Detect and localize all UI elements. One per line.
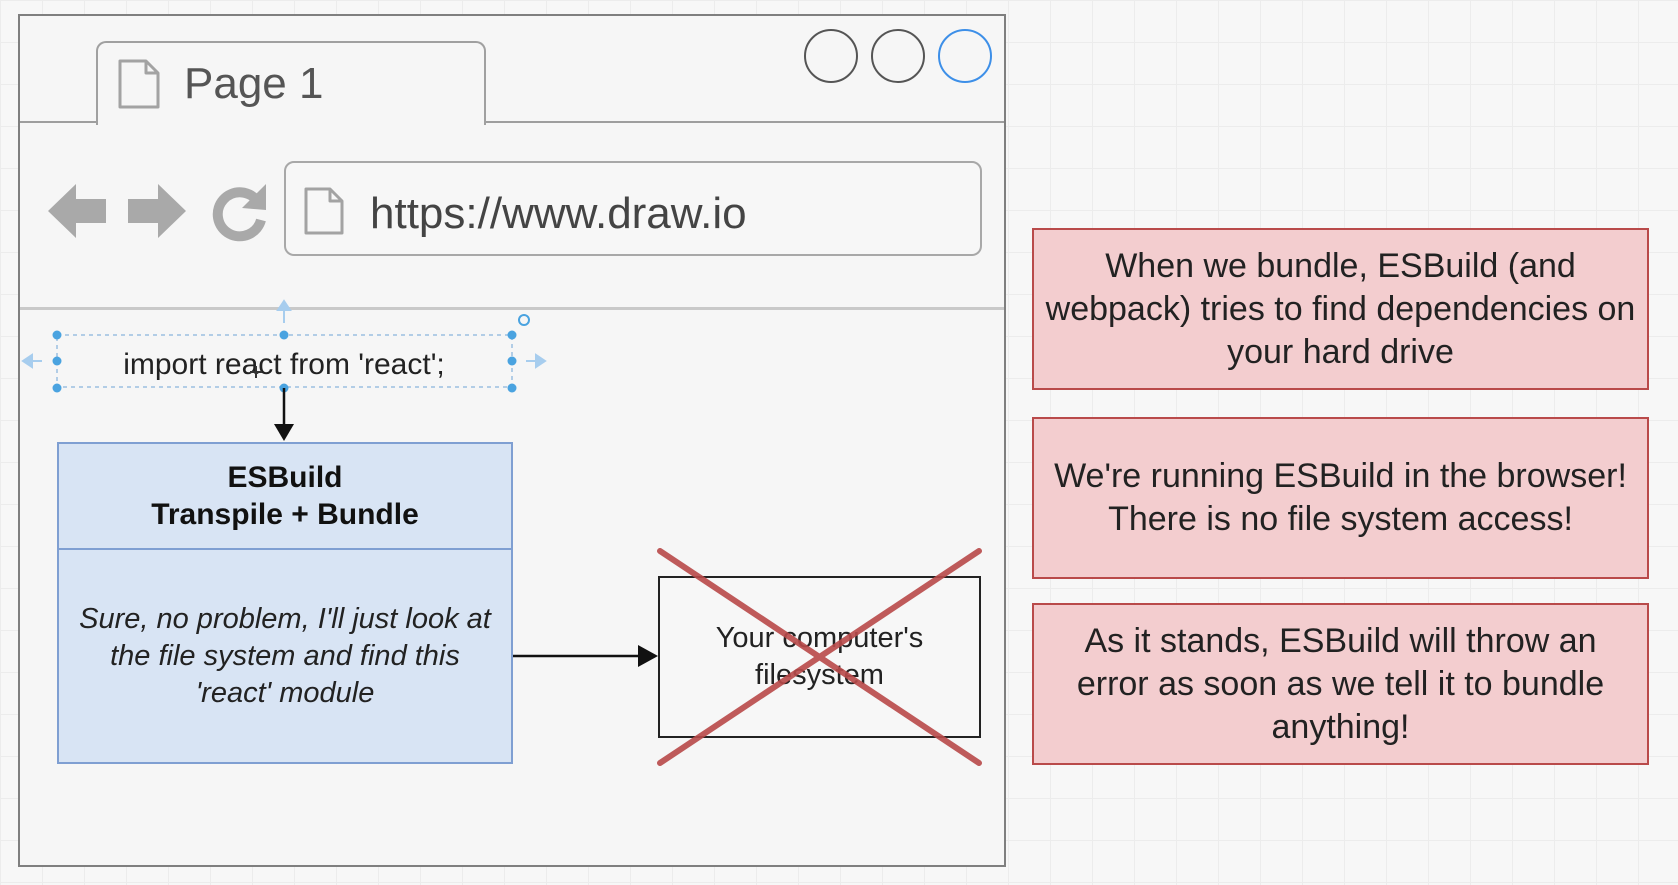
- content-divider: [20, 307, 1004, 310]
- import-statement[interactable]: import react from 'react';: [123, 348, 445, 381]
- forward-arrow-icon[interactable]: [126, 180, 188, 242]
- esbuild-message: Sure, no problem, I'll just look at the …: [79, 602, 491, 709]
- tab-strip-divider: [20, 121, 1004, 123]
- esbuild-message-box: Sure, no problem, I'll just look at the …: [57, 548, 513, 764]
- url-bar[interactable]: [284, 161, 982, 256]
- note-text: As it stands, ESBuild will throw an erro…: [1076, 621, 1605, 746]
- esbuild-title: ESBuild: [227, 461, 343, 494]
- note-esbuild-error: As it stands, ESBuild will throw an erro…: [1032, 603, 1649, 765]
- back-arrow-icon[interactable]: [46, 180, 108, 242]
- filesystem-box: Your computer's filesystem: [658, 576, 981, 738]
- url-text: https://www.draw.io: [370, 189, 747, 238]
- page-icon: [304, 187, 344, 235]
- note-bundle-dependencies: When we bundle, ESBuild (and webpack) tr…: [1032, 228, 1649, 390]
- reload-icon[interactable]: [208, 180, 270, 242]
- filesystem-label: Your computer's filesystem: [715, 622, 924, 691]
- window-control-2[interactable]: [871, 29, 925, 83]
- window-control-3[interactable]: [938, 29, 992, 83]
- esbuild-header: ESBuild Transpile + Bundle: [57, 442, 513, 550]
- note-browser-no-fs: We're running ESBuild in the browser! Th…: [1032, 417, 1649, 579]
- note-text: We're running ESBuild in the browser! Th…: [1054, 457, 1627, 538]
- esbuild-subtitle: Transpile + Bundle: [151, 498, 419, 531]
- document-icon: [118, 59, 160, 109]
- window-control-1[interactable]: [804, 29, 858, 83]
- tab-label: Page 1: [184, 59, 324, 108]
- tab-page-1[interactable]: [96, 41, 486, 125]
- note-text: When we bundle, ESBuild (and webpack) tr…: [1045, 246, 1636, 371]
